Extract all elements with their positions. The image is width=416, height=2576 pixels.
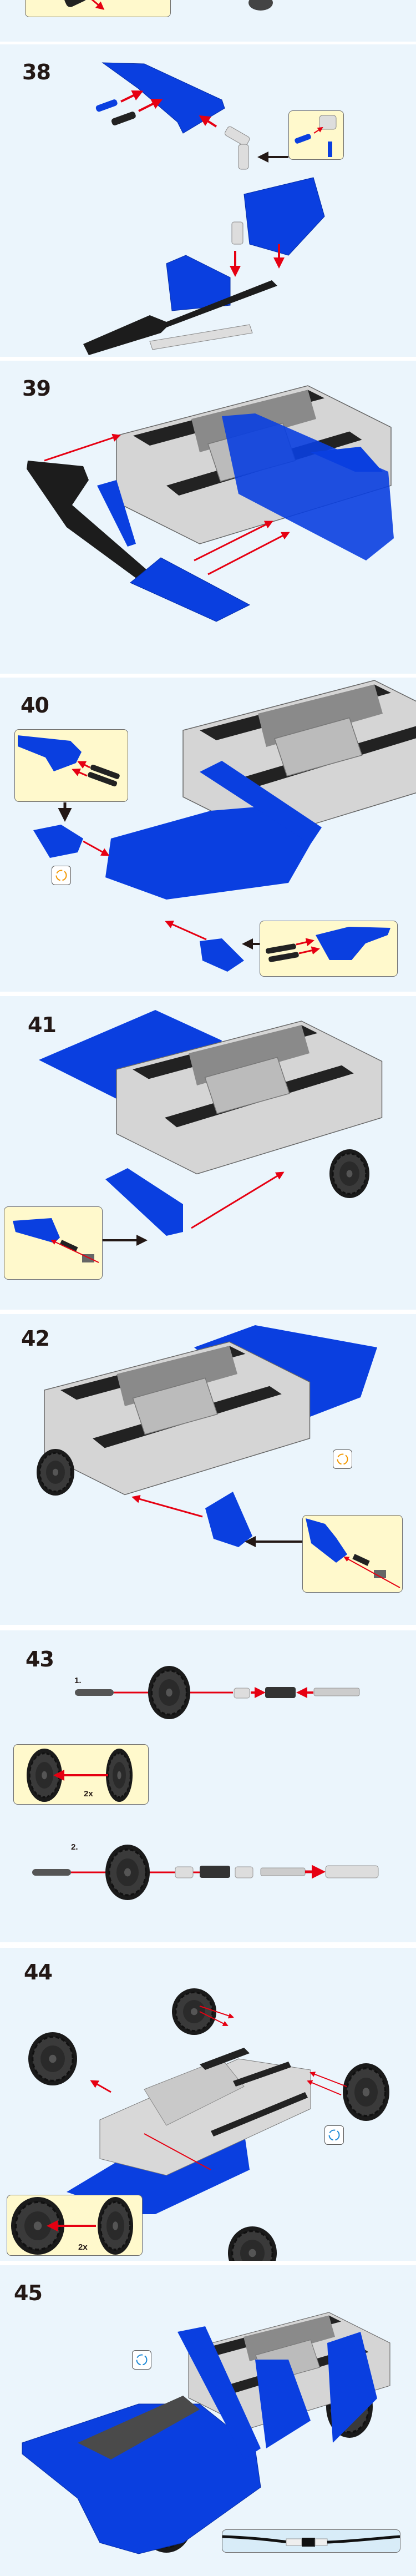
step-number: 45 — [14, 2281, 43, 2305]
step-42-panel: 42 — [0, 1314, 416, 1625]
sub-assembly-callout — [4, 1206, 103, 1280]
step-number: 44 — [24, 1960, 53, 1984]
substep-label: 2. — [71, 1842, 78, 1852]
step-39-panel: 39 — [0, 361, 416, 674]
step-45-panel: 45 — [0, 2265, 416, 2576]
quantity-label: 2x — [78, 2242, 88, 2252]
step-43-panel: 43 1. 2. 2x — [0, 1630, 416, 1942]
rotate-model-icon — [52, 866, 71, 885]
rotate-model-icon — [132, 2350, 151, 2370]
sub-assembly-callout — [302, 1515, 403, 1593]
sub-assembly-callout — [14, 729, 128, 802]
step-39-illustration — [27, 385, 394, 622]
rotate-model-icon — [324, 2125, 344, 2145]
previous-step-panel — [0, 0, 416, 42]
step-40-panel: 40 — [0, 678, 416, 992]
step-number: 42 — [21, 1326, 50, 1351]
step-40-illustration — [33, 680, 416, 972]
rotate-model-icon — [333, 1449, 352, 1469]
tire-assembly-callout: 2x — [13, 1744, 149, 1805]
step-45-illustration — [22, 2312, 390, 2554]
step-number: 38 — [22, 60, 51, 84]
previous-step-callout — [25, 0, 171, 17]
step-number: 43 — [26, 1647, 54, 1671]
step-38-panel: 38 — [0, 44, 416, 357]
step-number: 41 — [28, 1013, 57, 1037]
substep-label: 1. — [74, 1676, 82, 1685]
sub-assembly-callout — [288, 110, 344, 160]
tire-assembly-callout: 2x — [7, 2195, 143, 2256]
quantity-label: 2x — [84, 1789, 93, 1799]
step-41-panel: 41 — [0, 996, 416, 1310]
step-42-illustration — [35, 1325, 377, 1547]
previous-step-part — [248, 0, 273, 11]
step-43-illustration — [32, 1665, 379, 1901]
step-number: 40 — [21, 693, 49, 718]
step-38-illustration — [83, 62, 325, 355]
step-41-illustration — [39, 1010, 383, 1246]
step-number: 39 — [22, 376, 51, 401]
step-44-panel: 44 2x — [0, 1948, 416, 2261]
cable-connection-icon — [222, 2529, 400, 2553]
step-44-illustration — [27, 1987, 390, 2261]
sub-assembly-callout — [260, 921, 398, 977]
